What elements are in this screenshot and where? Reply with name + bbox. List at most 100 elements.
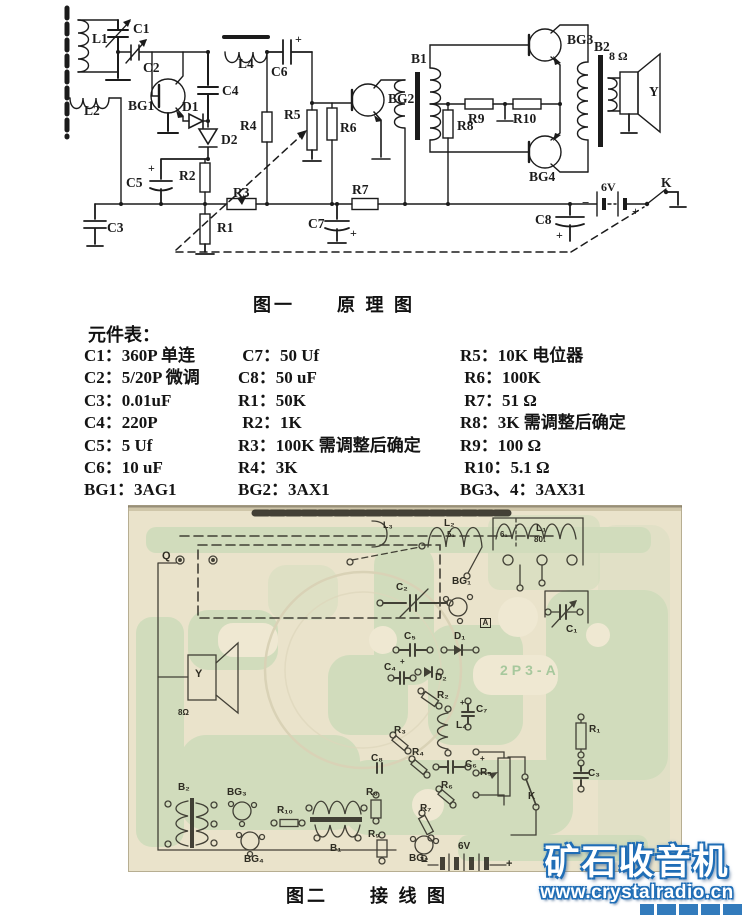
figure2-caption: 图二 接 线 图 (286, 886, 448, 906)
component-label: + (350, 226, 357, 240)
pcb-drawing (128, 505, 682, 872)
component-label: L₃ (383, 520, 393, 530)
component-label: C₇ (476, 704, 488, 715)
parts-row: C5：5 Uf (84, 435, 153, 455)
figure1-caption: 图一 原 理 图 (253, 295, 415, 315)
component-label: L4 (238, 56, 254, 71)
component-label: BG₂ (409, 853, 429, 864)
watermark-title: 矿石收音机 (544, 843, 730, 882)
component-label: R₉ (368, 829, 380, 840)
component-label: BG₃ (227, 787, 247, 798)
watermark-url: www.crystalradio.cn (540, 882, 734, 903)
component-label: C8 (535, 212, 552, 227)
component-label: C₁ (566, 624, 578, 635)
component-label: L₂ (444, 518, 455, 529)
component-label: C₄ (384, 662, 396, 673)
component-label: R₁ (589, 724, 601, 735)
component-label: − (421, 856, 428, 868)
transformer-B2 (576, 24, 589, 173)
component-label: C6 (271, 64, 288, 79)
component-label: 8Ω (178, 708, 189, 717)
component-label: C₆ (465, 759, 477, 770)
component-label: D1 (182, 99, 199, 114)
component-label: + (460, 698, 465, 707)
component-label: 6V (601, 180, 616, 194)
component-label: 6₁ (500, 530, 508, 539)
component-label: L1 (92, 31, 108, 46)
component-label: + (148, 161, 155, 175)
component-label: B1 (411, 51, 427, 66)
component-label: B2 (594, 39, 610, 54)
component-label: D2 (221, 132, 238, 147)
component-label: D₂ (435, 672, 447, 683)
component-label: A (480, 618, 491, 628)
component-label: R4 (240, 118, 257, 133)
parts-row: C3：0.01uF (84, 390, 172, 410)
parts-row: R7：51 Ω (460, 390, 537, 410)
parts-row: BG3、4：3AX31 (460, 480, 586, 500)
component-label: Y (195, 668, 203, 680)
component-label: BG3 (567, 32, 594, 47)
parts-row: R4：3K (238, 458, 298, 478)
component-label: C5 (126, 175, 143, 190)
component-label: R₆ (441, 780, 453, 791)
component-label: + (506, 858, 513, 870)
component-label: R3 (233, 185, 250, 200)
parts-row: C2：5/20P 微调 (84, 368, 200, 388)
parts-row: BG1：3AG1 (84, 480, 177, 500)
parts-list-header: 元件表： (88, 325, 160, 345)
component-label: BG₄ (244, 854, 264, 865)
schematic-drawing (64, 5, 687, 255)
parts-row: R8：3K 需调整后确定 (460, 413, 626, 433)
component-label: R₂ (437, 690, 449, 701)
component-label: 2P3-A (500, 662, 560, 678)
component-label: D₁ (454, 631, 466, 642)
component-label: R5 (284, 107, 301, 122)
component-label: 80₁ (534, 535, 547, 544)
component-label: R1 (217, 220, 234, 235)
coil-L2 (69, 97, 110, 110)
component-label: L2 (84, 103, 100, 118)
component-label: 6V (458, 841, 471, 852)
parts-row: C6：10 uF (84, 458, 163, 478)
parts-row: R5：10K 电位器 (460, 346, 584, 365)
component-label: C2 (143, 60, 160, 75)
coil-L1 (77, 19, 90, 73)
parts-row: C4：220P (84, 413, 158, 433)
component-label: BG1 (128, 98, 155, 113)
component-label: R6 (340, 120, 357, 135)
component-label: R₃ (394, 725, 406, 736)
component-label: B₂ (178, 782, 190, 793)
component-label: C₅ (404, 631, 416, 642)
component-label: R9 (468, 111, 485, 126)
component-label: + (295, 32, 302, 46)
component-label: BG₁ (452, 576, 472, 587)
component-label: K (661, 175, 672, 190)
parts-row: C7：50 Uf (238, 346, 320, 365)
component-label: 5₁ (447, 530, 455, 539)
component-label: Q (162, 550, 171, 562)
parts-row: C8：50 uF (238, 368, 317, 388)
watermark-fragment (640, 904, 745, 915)
parts-row: R1：50K (238, 390, 306, 410)
component-label: + (400, 657, 405, 666)
parts-row: R6：100K (460, 368, 541, 388)
component-label: C7 (308, 216, 325, 231)
parts-row: C1：360P 单连 (84, 346, 195, 365)
component-label: R2 (179, 168, 196, 183)
component-label: + (480, 754, 485, 763)
component-label: R₄ (412, 747, 424, 758)
component-label: C1 (133, 21, 150, 36)
component-label: + (632, 204, 639, 218)
parts-row: R10：5.1 Ω (460, 458, 550, 478)
component-label: R8 (457, 118, 474, 133)
component-label: 8 Ω (609, 49, 628, 63)
component-label: B₁ (330, 843, 342, 854)
